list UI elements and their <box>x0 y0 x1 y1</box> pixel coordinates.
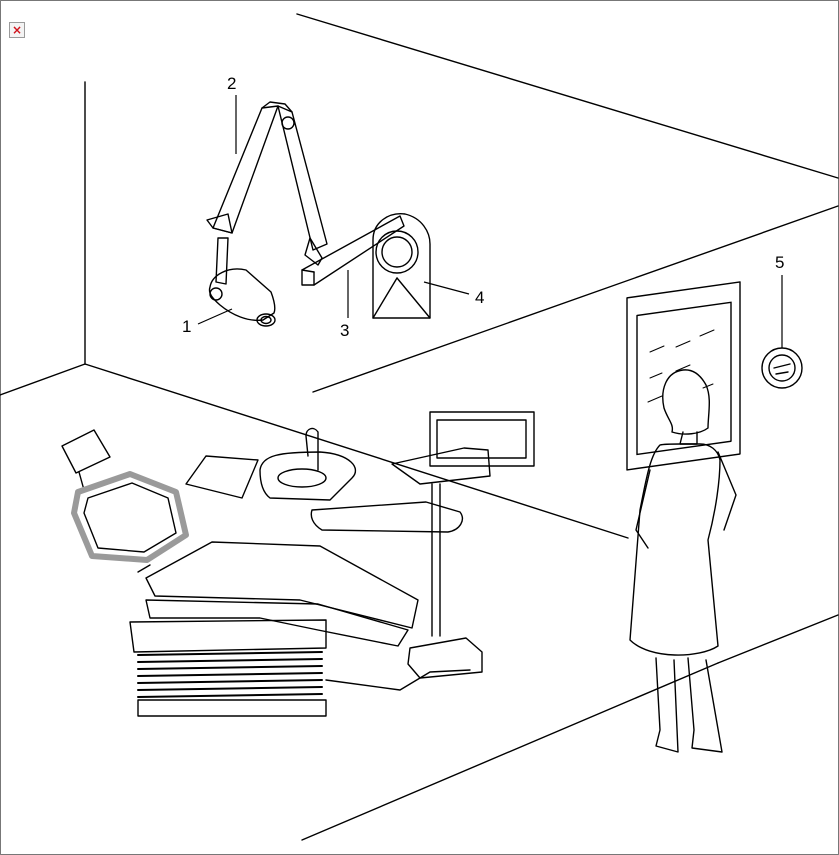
dental-unit <box>185 411 535 679</box>
callout-5: 5 <box>775 253 785 272</box>
chair-base-bellows <box>137 651 323 698</box>
wall-control-box <box>372 213 431 319</box>
leader-4 <box>423 281 470 295</box>
callout-3: 3 <box>340 321 350 340</box>
dental-chair <box>61 429 471 717</box>
leader-1 <box>197 308 233 325</box>
x-ray-tube-head <box>208 268 276 327</box>
operator-figure <box>629 369 737 753</box>
horizontal-extension-arm <box>301 215 405 286</box>
room-outline <box>0 13 839 841</box>
observation-window <box>626 281 741 471</box>
broken-image-icon: × <box>9 22 25 38</box>
articulated-arm <box>206 101 328 285</box>
callout-4: 4 <box>475 288 485 307</box>
callout-1: 1 <box>182 317 192 336</box>
callout-2: 2 <box>227 74 237 93</box>
